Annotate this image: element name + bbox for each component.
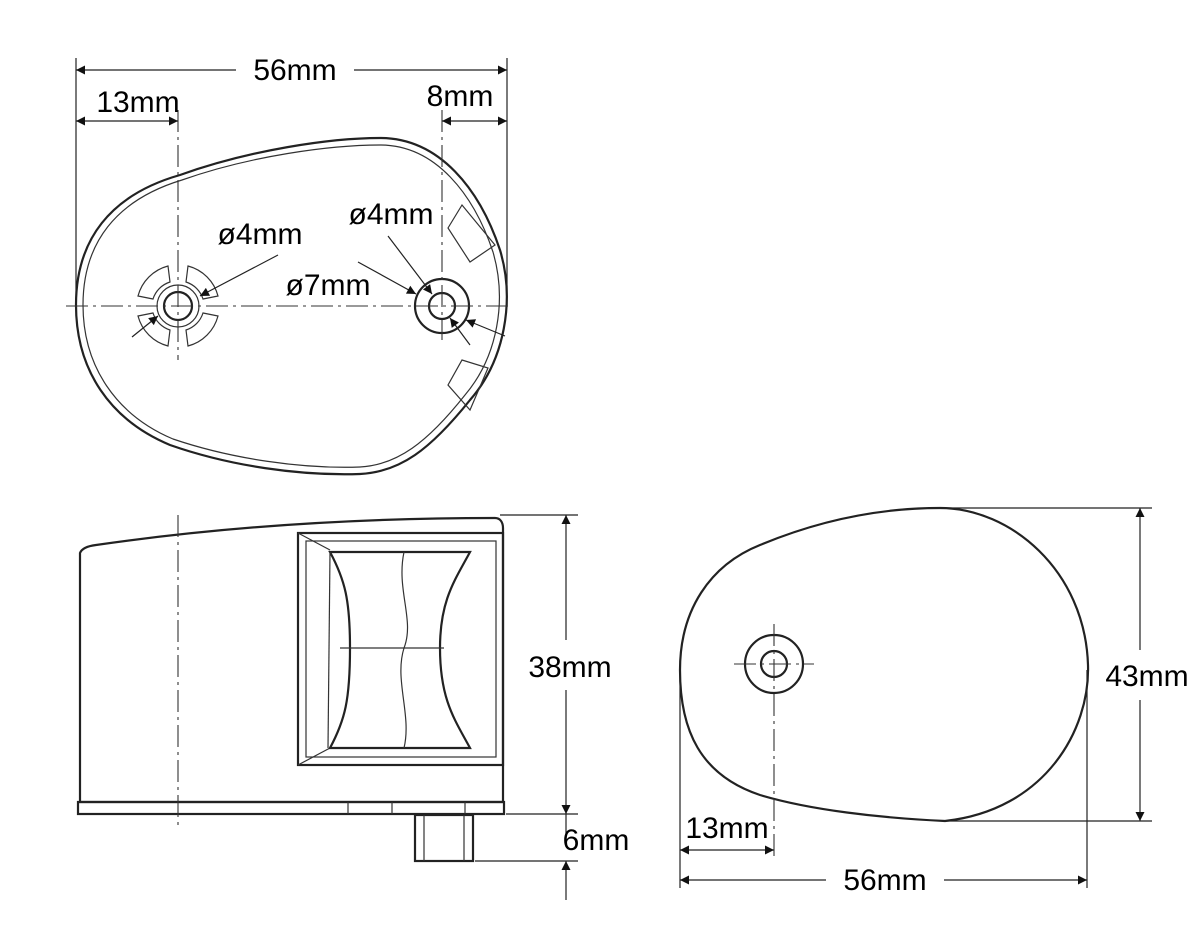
bottom-view: 43mm 13mm 56mm [678,506,1189,897]
top-view-outline [74,136,508,476]
bottom-height-label: 43mm [1105,660,1188,693]
bottom-hole-offset-label: 13mm [685,812,768,845]
side-view: 38mm 6mm [76,514,630,900]
top-right-offset-label: 8mm [427,80,494,113]
side-view-peg [413,813,475,863]
side-peg-height-label: 6mm [563,824,630,857]
top-width-label: 56mm [253,54,336,87]
top-left-offset-label: 13mm [96,86,179,119]
top-view: 56mm 13mm 8mm ø4mm ø4mm ø7mm [66,54,510,476]
top-view-notch-lower [447,359,489,412]
side-view-lens-frame [296,531,505,767]
side-view-body [78,516,505,804]
right-boss-diameter-label: ø7mm [286,269,371,302]
bottom-width-label: 56mm [843,864,926,897]
left-hole-diameter-label: ø4mm [218,218,303,251]
side-height-label: 38mm [528,651,611,684]
top-view-inner-outline [82,144,500,468]
side-view-lens [328,550,472,750]
side-view-base [76,800,506,816]
top-view-notch-upper [447,203,496,263]
right-hole-diameter-label: ø4mm [349,198,434,231]
